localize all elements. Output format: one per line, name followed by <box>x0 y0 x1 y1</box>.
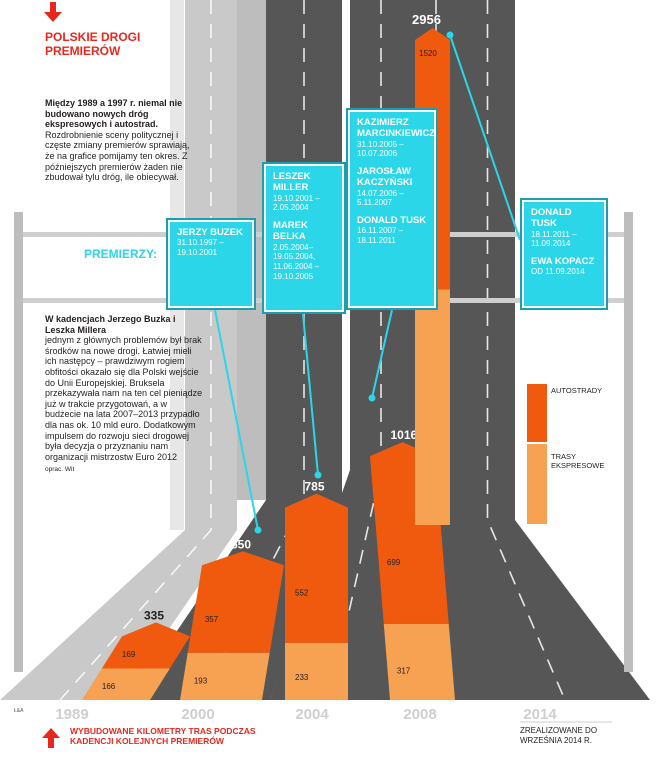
premier-dates: 31.10.2005 –10.07.2006 <box>357 139 404 159</box>
body-text: jednym z głównych problemów był brak śro… <box>45 335 203 462</box>
value-total: 785 <box>305 480 325 494</box>
value-autostrady: 169 <box>122 650 136 659</box>
bar-ekspresowe <box>82 668 170 700</box>
leader-line <box>449 34 521 241</box>
leader-line <box>371 309 393 399</box>
footer-caption: WYBUDOWANE KILOMETRY TRAS PODCZAS KADENC… <box>70 726 256 746</box>
premier-name: KAZIMIERZ MARCINKIEWICZ <box>357 117 436 140</box>
lane-divider <box>59 0 212 701</box>
leader-dot <box>314 471 322 479</box>
year-label: 2004 <box>295 706 329 723</box>
premierzy-label: PREMIERZY: <box>84 247 158 261</box>
bar-ekspresowe <box>285 642 348 700</box>
premier-dates: 19.10.2001 –2.05.2004 <box>273 193 320 213</box>
road-lane <box>0 0 237 700</box>
value-total: 1016 <box>391 428 418 442</box>
bar-ekspresowe <box>415 289 450 525</box>
value-autostrady: 699 <box>387 558 401 567</box>
footer-realized: ZREALIZOWANE DO WRZEŚNIA 2014 R. <box>520 726 598 745</box>
legend-swatch-ekspresowe <box>527 444 547 524</box>
legend-swatch-autostrady <box>527 384 547 442</box>
author-note: oprac. Wit <box>45 465 75 473</box>
premier-box-buzek: JERZY BUZEK 31.10.1997 –19.10.2001 <box>166 218 256 310</box>
body-paragraph: W kadencjach Jerzego Buzka i Leszka Mill… <box>45 314 205 473</box>
intro-paragraph: Między 1989 a 1997 r. niemal nie budowan… <box>45 98 200 183</box>
premier-name: DONALD TUSK <box>531 207 572 230</box>
footer-credit: Ł&A <box>14 708 24 714</box>
premier-box-miller-belka: LESZEK MILLER 19.10.2001 –2.05.2004 MARE… <box>262 162 346 314</box>
premier-dates: 2.05.2004– 19.05.2004, 11.06.2004 –19.10… <box>273 242 320 281</box>
leader-dot <box>446 31 454 39</box>
year-label: 2000 <box>181 706 214 723</box>
premier-dates: 16.11.2007 –18.11.2011 <box>357 226 404 245</box>
legend-autostrady-label: AUTOSTRADY <box>551 386 603 395</box>
decorations <box>42 2 612 748</box>
premier-dates: 14.07.2006 –5.11.2007 <box>357 188 404 208</box>
bar-autostrady <box>285 493 348 643</box>
value-total: 2956 <box>412 12 441 27</box>
intro-bold: Między 1989 a 1997 r. niemal nie budowan… <box>45 98 183 130</box>
leader-lines <box>214 31 521 534</box>
year-label: 2008 <box>403 706 436 723</box>
value-total: 550 <box>231 537 251 551</box>
year-label: 2014 <box>523 706 557 723</box>
year-axis: 1989 2000 2004 2008 2014 <box>55 706 557 723</box>
value-ekspresowe: 233 <box>295 673 309 682</box>
leader-line <box>302 313 319 476</box>
leader-dot <box>254 526 262 534</box>
value-ekspresowe: 166 <box>102 682 116 691</box>
premier-box-marcinkiewicz-kaczynski-tusk: KAZIMIERZ MARCINKIEWICZ 31.10.2005 –10.0… <box>346 108 438 310</box>
year-label: 1989 <box>55 706 88 723</box>
intro-text: Rozdrobnienie sceny politycznej i częste… <box>45 129 190 183</box>
sign-pole-right <box>624 212 633 672</box>
bar-ekspresowe <box>180 652 270 700</box>
premier-name: EWA KOPACZ <box>531 255 595 267</box>
lane-divider <box>486 0 566 701</box>
premier-dates: 18.11.2011 –11.09.2014 <box>531 229 577 249</box>
bar-autostrady <box>187 551 284 653</box>
body-bold: W kadencjach Jerzego Buzka i Leszka Mill… <box>45 314 176 335</box>
value-total: 335 <box>144 608 164 622</box>
arrow-up-icon <box>42 728 60 748</box>
leader-line <box>214 309 259 531</box>
leader-dot <box>368 394 376 402</box>
value-autostrady: 357 <box>205 615 219 624</box>
sign-pole-left <box>14 212 23 672</box>
premier-box-tusk-kopacz: DONALD TUSK 18.11.2011 –11.09.2014 EWA K… <box>520 198 608 310</box>
arrow-down-icon <box>44 2 62 22</box>
road-lane <box>460 0 650 700</box>
premier-name: DONALD TUSK <box>357 214 427 226</box>
bars-layer: 169 166 335 357 193 550 552 233 785 699 317 1016 152… <box>82 12 455 700</box>
bar-autostrady <box>101 622 190 669</box>
premier-name: JAROSŁAW KACZYŃSKI <box>357 165 413 189</box>
legend-ekspresowe-label: TRASY EKSPRESOWE <box>551 452 605 470</box>
value-ekspresowe: 193 <box>194 676 208 685</box>
premier-name: JERZY BUZEK <box>177 227 243 238</box>
premier-name: MAREK BELKA <box>273 219 308 243</box>
premier-dates: 31.10.1997 –19.10.2001 <box>177 238 224 257</box>
value-autostrady: 552 <box>295 589 309 598</box>
value-ekspresowe: 317 <box>397 666 411 675</box>
page-title: POLSKIE DROGI PREMIERÓW <box>45 30 141 59</box>
value-autostrady: 1520 <box>419 49 437 58</box>
premier-dates: OD 11.09.2014 <box>531 267 585 277</box>
bar-ekspresowe <box>383 623 455 700</box>
premier-name: LESZEK MILLER <box>273 171 311 194</box>
